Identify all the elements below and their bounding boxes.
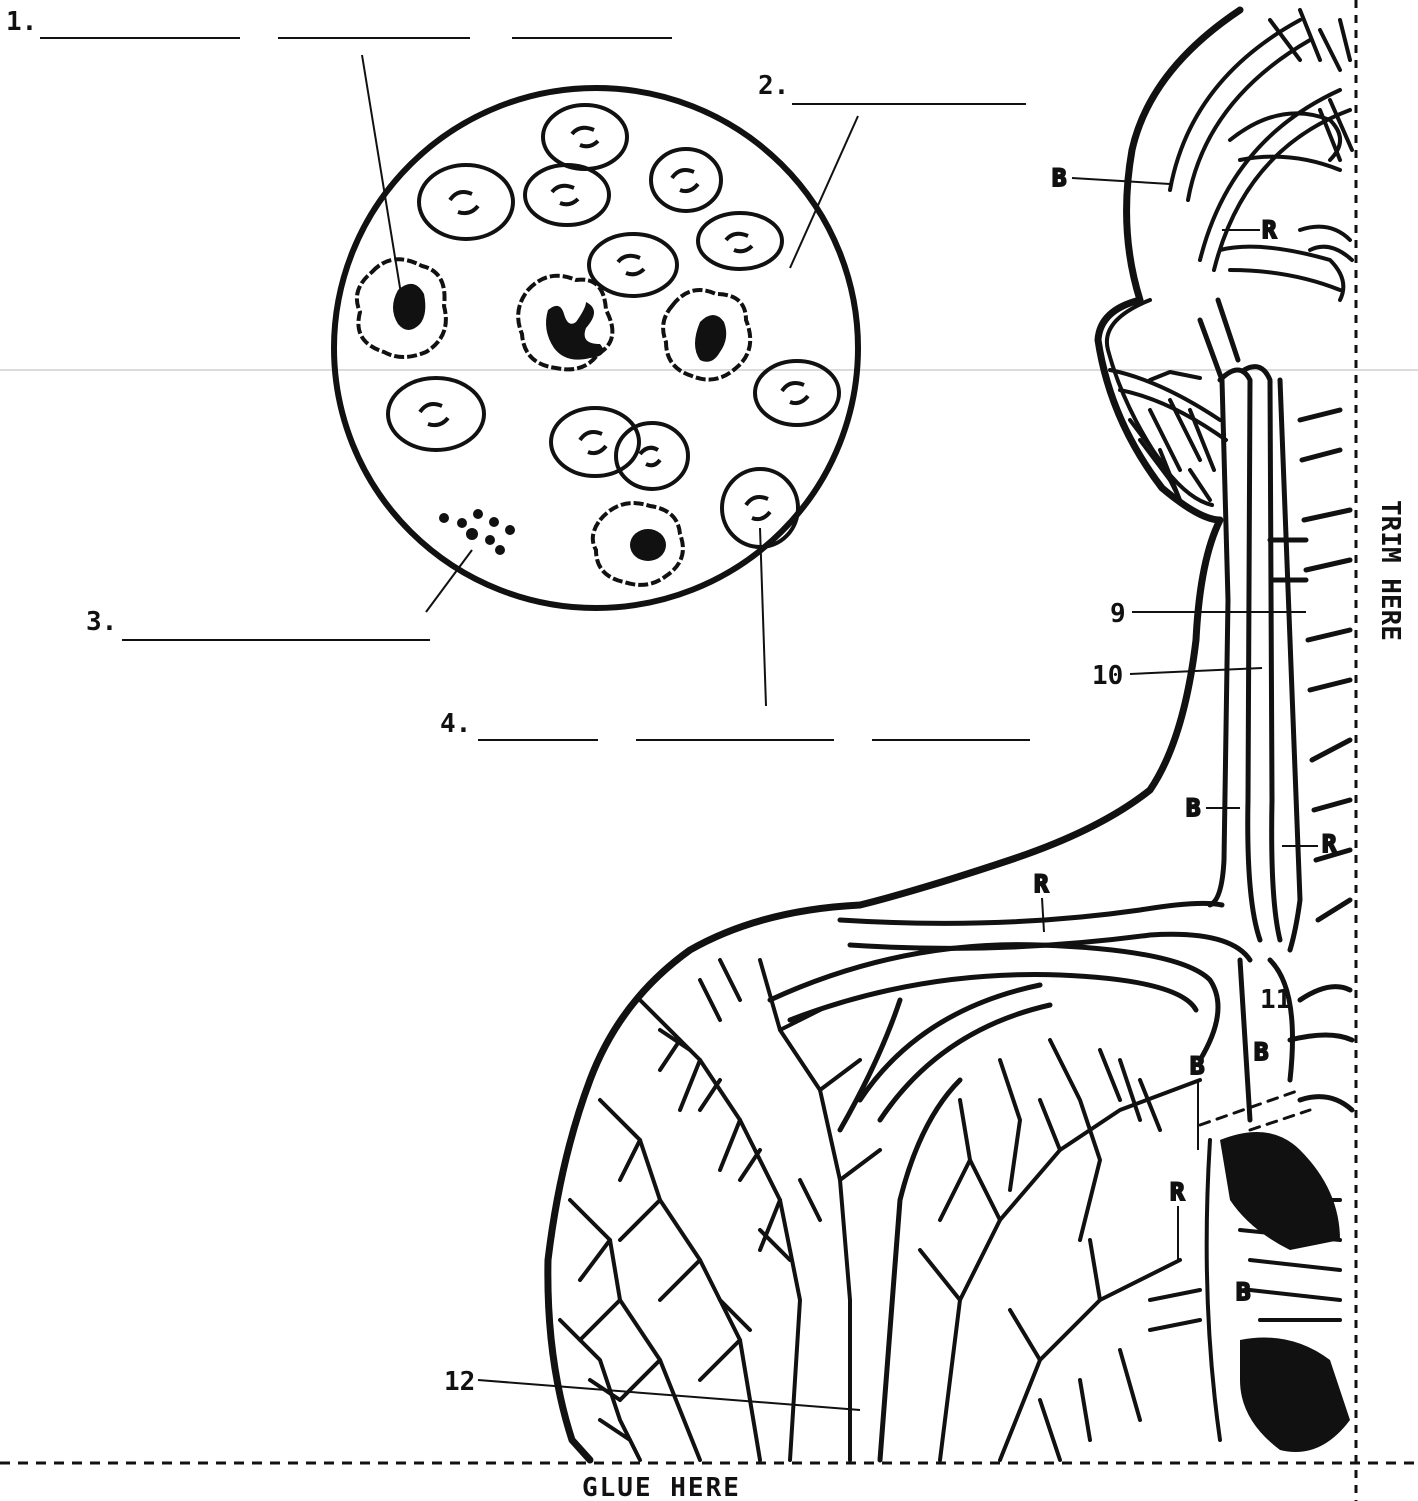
body-outline (548, 10, 1240, 1460)
blood-smear-view (334, 88, 858, 608)
marker-b-neck: B (1186, 794, 1200, 822)
marker-r-shoulder: R (1034, 870, 1049, 898)
head-vessels (1170, 10, 1352, 300)
label-2: 2. (758, 71, 789, 101)
trim-label: TRIM HERE (1375, 500, 1405, 641)
leader-line-10 (1130, 668, 1262, 674)
label-11: 11 (1260, 985, 1291, 1015)
leader-line-2 (790, 116, 858, 268)
marker-b-arm: B (1190, 1052, 1204, 1080)
label-10: 10 (1092, 661, 1123, 691)
glue-label: GLUE HERE (582, 1473, 741, 1501)
marker-r-head: R (1262, 216, 1277, 244)
marker-b-head: B (1052, 164, 1066, 192)
label-12: 12 (444, 1367, 475, 1397)
platelets (439, 509, 515, 555)
marker-r-neck: R (1322, 830, 1337, 858)
label-3: 3. (86, 607, 117, 637)
capillary-network-arm (920, 1040, 1200, 1460)
leader-line-3 (426, 550, 472, 612)
marker-r-arm: R (1170, 1178, 1185, 1206)
chest-organ (1200, 1090, 1350, 1452)
label-9: 9 (1110, 599, 1126, 629)
label-1: 1. (6, 7, 37, 37)
leader-line-4 (760, 528, 766, 706)
label-4: 4. (440, 709, 471, 739)
marker-b-arm-2: B (1254, 1038, 1268, 1066)
marker-b-chest: B (1236, 1278, 1250, 1306)
